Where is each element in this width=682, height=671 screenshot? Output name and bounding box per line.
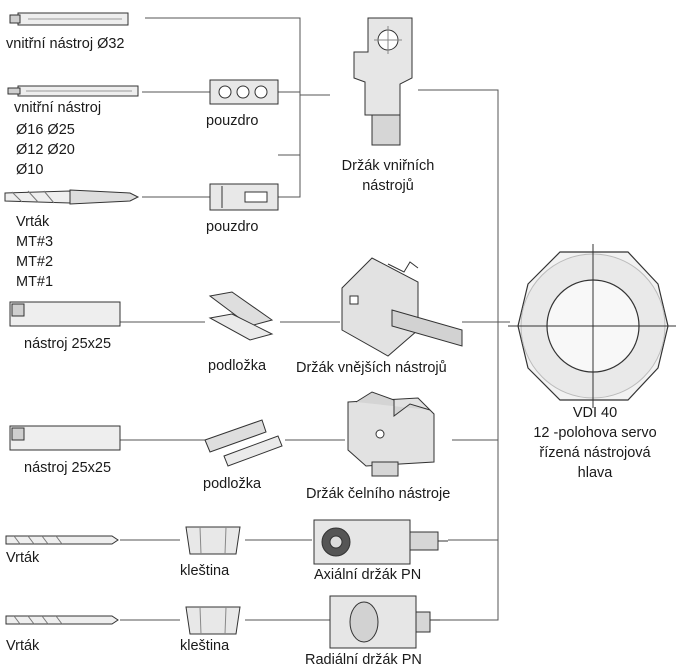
outer-tool-holder-label: Držák vnějších nástrojů [296,360,447,376]
face-tool-holder-icon [347,391,435,477]
turning-tool-icon [9,425,121,451]
collet-icon [185,526,241,555]
turret-caption-line-4: hlava [577,465,613,481]
taper-drill-size-3: MT#1 [16,274,54,290]
turret-icon [508,244,676,408]
sleeve-label: pouzdro [206,219,259,235]
collet-icon [185,606,241,635]
turning-tool-icon [9,301,121,327]
shim-icon [204,419,283,467]
turret-caption-line-2: 12 -polohova servo [533,425,657,441]
boring-bar-icon [7,85,139,97]
sleeve-label: pouzdro [206,113,259,129]
taper-drill-icon [4,189,140,205]
boring-bar-32-icon [9,12,129,26]
collet-label: kleština [180,638,230,654]
taper-drill-size-2: MT#2 [16,254,54,270]
turret-caption-line-3: řízená nástrojová [539,445,651,461]
twist-drill-icon [5,615,119,625]
twist-drill-label: Vrták [6,638,40,654]
radial-driven-holder-icon [329,595,440,649]
boring-bar-size-3: Ø10 [16,162,44,178]
face-tool-holder-label: Držák čelního nástroje [306,486,451,502]
inner-holder-line-2: nástrojů [362,178,414,194]
taper-drill-size-1: MT#3 [16,234,54,250]
twist-drill-icon [5,535,119,545]
boring-bar-32-label: vnitřní nástroj Ø32 [6,36,125,52]
twist-drill-label: Vrták [6,550,40,566]
turret-caption-line-1: VDI 40 [572,405,618,421]
collet-label: kleština [180,563,230,579]
axial-holder-label: Axiální držák PN [314,567,422,583]
radial-holder-label: Radiální držák PN [305,652,422,668]
shim-label: podložka [203,476,262,492]
outer-tool-holder-icon [341,257,463,357]
turret-caption: VDI 40 12 -polohova servo řízená nástroj… [510,405,680,482]
shim-icon [208,291,274,341]
inner-tool-holder-label: Držák vniřních nástrojů [326,158,450,195]
boring-bar-label: vnitřní nástroj [14,100,102,116]
sleeve-icon [209,183,279,211]
turning-tool-label: nástroj 25x25 [24,336,112,352]
sleeve-icon [209,79,279,105]
boring-bar-size-2: Ø12 Ø20 [16,142,75,158]
inner-holder-line-1: Držák vniřních [341,158,435,174]
boring-bar-size-1: Ø16 Ø25 [16,122,75,138]
turning-tool-label: nástroj 25x25 [24,460,112,476]
connector-lines [120,17,510,621]
inner-tool-holder-icon [353,17,413,146]
axial-driven-holder-icon [313,519,448,565]
shim-label: podložka [208,358,267,374]
taper-drill-label: Vrták [16,214,50,230]
